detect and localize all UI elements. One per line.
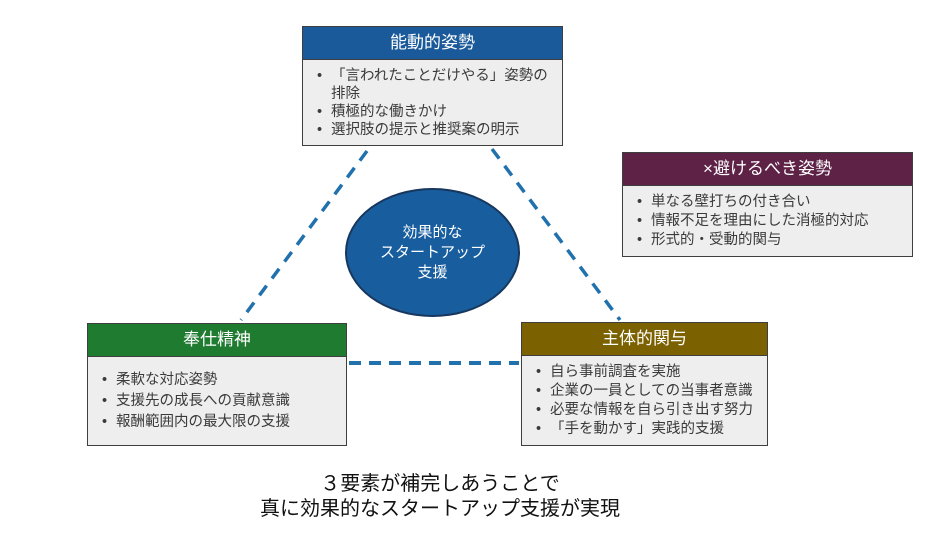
box-active-attitude-header: 能動的姿勢: [303, 27, 562, 60]
caption-line-1: ３要素が補完しあうことで: [320, 473, 560, 495]
bullet-item: 柔軟な対応姿勢: [96, 370, 340, 391]
box-avoid-attitude-header: ×避けるべき姿勢: [623, 153, 912, 186]
bullet-item: 情報不足を理由にした消極的対応: [631, 212, 906, 231]
box-active-attitude: 能動的姿勢 「言われたことだけやる」姿勢の排除 積極的な働きかけ 選択肢の提示と…: [302, 26, 563, 146]
box-avoid-attitude-list: 単なる壁打ちの付き合い 情報不足を理由にした消極的対応 形式的・受動的関与: [623, 186, 912, 256]
dashed-connector-left: [239, 149, 369, 322]
center-ellipse: 効果的な スタートアップ 支援: [345, 188, 520, 317]
box-proactive-involvement-header: 主体的関与: [522, 323, 767, 356]
center-ellipse-line: 支援: [417, 263, 448, 281]
box-service-spirit-header: 奉仕精神: [88, 324, 346, 357]
box-avoid-attitude: ×避けるべき姿勢 単なる壁打ちの付き合い 情報不足を理由にした消極的対応 形式的…: [622, 152, 913, 257]
bullet-item: 選択肢の提示と推奨案の明示: [311, 121, 556, 139]
dashed-connector-right: [490, 147, 622, 322]
bullet-item: 「手を動かす」実践的支援: [530, 420, 761, 439]
caption-line-2: 真に効果的なスタートアップ支援が実現: [260, 498, 620, 520]
bullet-item: 支援先の成長への貢献意識: [96, 391, 340, 412]
box-proactive-involvement-list: 自ら事前調査を実施 企業の一員としての当事者意識 必要な情報を自ら引き出す努力 …: [522, 356, 767, 445]
bullet-item: 自ら事前調査を実施: [530, 363, 761, 382]
diagram-caption: ３要素が補完しあうことで 真に効果的なスタートアップ支援が実現: [0, 472, 880, 522]
bullet-item: 形式的・受動的関与: [631, 231, 906, 250]
bullet-item: 報酬範囲内の最大限の支援: [96, 412, 340, 433]
bullet-item: 企業の一員としての当事者意識: [530, 382, 761, 401]
box-active-attitude-list: 「言われたことだけやる」姿勢の排除 積極的な働きかけ 選択肢の提示と推奨案の明示: [303, 60, 562, 145]
box-service-spirit-list: 柔軟な対応姿勢 支援先の成長への貢献意識 報酬範囲内の最大限の支援: [88, 357, 346, 439]
center-ellipse-line: スタートアップ: [379, 243, 485, 261]
center-ellipse-line: 効果的な: [402, 223, 463, 241]
box-service-spirit: 奉仕精神 柔軟な対応姿勢 支援先の成長への貢献意識 報酬範囲内の最大限の支援: [87, 323, 347, 446]
bullet-item: 「言われたことだけやる」姿勢の排除: [311, 67, 556, 103]
box-proactive-involvement: 主体的関与 自ら事前調査を実施 企業の一員としての当事者意識 必要な情報を自ら引…: [521, 322, 768, 446]
bullet-item: 積極的な働きかけ: [311, 103, 556, 121]
bullet-item: 単なる壁打ちの付き合い: [631, 193, 906, 212]
bullet-item: 必要な情報を自ら引き出す努力: [530, 401, 761, 420]
